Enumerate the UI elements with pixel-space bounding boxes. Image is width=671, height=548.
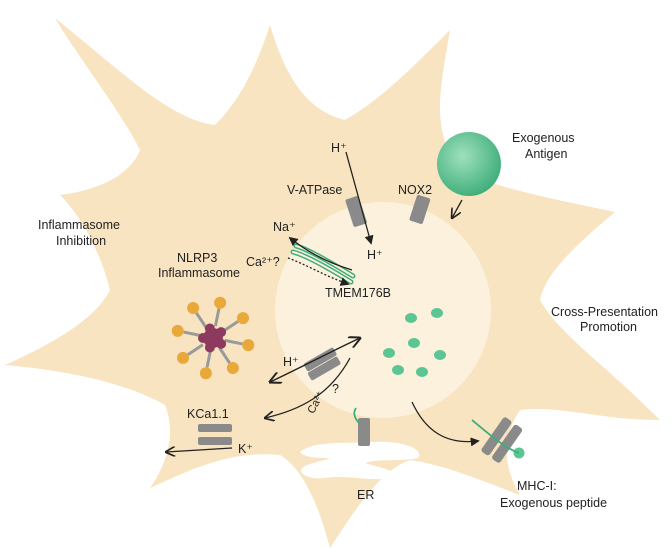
nlrp3-arm [195, 312, 208, 329]
exogenous-antigen-sphere [437, 132, 501, 196]
label-tmem176b: TMEM176B [325, 286, 391, 300]
nlrp3-arm-tip [176, 351, 189, 364]
nlrp3-inflammasome [171, 296, 255, 380]
mhc-export-arrow [411, 401, 480, 447]
label-nlrp3-2: Inflammasome [158, 266, 240, 280]
label-h-inside: H⁺ [367, 248, 383, 262]
potassium-efflux-arrow [166, 448, 233, 452]
nlrp3-core-subunit [216, 327, 227, 338]
kca-channel [198, 424, 232, 445]
label-mhc-2: Exogenous peptide [500, 496, 607, 510]
label-exogenous-2: Antigen [525, 147, 567, 161]
antigen-peptides [383, 308, 446, 377]
label-inflammasome-inhibition-1: Inflammasome [38, 218, 120, 232]
label-nox2: NOX2 [398, 183, 432, 197]
label-h-top: H⁺ [331, 141, 347, 155]
nlrp3-arm-tip [214, 296, 227, 309]
v-atpase-channel [345, 196, 367, 227]
mhc-i-complex [481, 417, 523, 463]
label-cross-presentation-1: Cross-Presentation [551, 305, 658, 319]
label-kca: KCa1.1 [187, 407, 229, 421]
label-exogenous-1: Exogenous [512, 131, 575, 145]
antigen-uptake-arrow [452, 199, 463, 218]
nlrp3-arm [222, 320, 239, 333]
nlrp3-arm [205, 349, 213, 368]
nlrp3-arm [224, 338, 243, 346]
label-inflammasome-inhibition-2: Inhibition [56, 234, 106, 248]
label-cross-presentation-2: Promotion [580, 320, 637, 334]
mhc-peptide-tail [471, 419, 520, 454]
calcium-dotted-arrow [287, 257, 350, 286]
nox2-channel [409, 194, 431, 224]
calcium-release-arrow [265, 357, 351, 418]
proton-import-arrow [345, 151, 374, 245]
endoplasmic-reticulum [300, 441, 420, 480]
nlrp3-arm-tip [171, 324, 184, 337]
phagosome [275, 202, 491, 418]
nlrp3-arm [187, 343, 204, 356]
nlrp3-arm-tip [199, 367, 212, 380]
nlrp3-arm [183, 330, 202, 338]
nlrp3-arm-tip [187, 301, 200, 314]
label-q-lower: ? [332, 382, 339, 396]
nlrp3-arm-tip [237, 312, 250, 325]
nlrp3-arm-tip [226, 362, 239, 375]
nlrp3-arm [213, 308, 221, 327]
label-ca-top: Ca²⁺? [246, 255, 280, 269]
nlrp3-arm [218, 347, 231, 364]
label-k: K⁺ [238, 442, 253, 456]
sodium-arrow [288, 236, 353, 271]
label-er: ER [357, 488, 374, 502]
label-mhc-1: MHC-I: [517, 479, 557, 493]
label-h-left: H⁺ [283, 355, 299, 369]
nlrp3-arm-tip [242, 339, 255, 352]
er-channel [353, 407, 370, 446]
label-v-atpase: V-ATPase [287, 183, 342, 197]
proton-exchange-arrow [270, 338, 360, 382]
label-na: Na⁺ [273, 220, 296, 234]
label-nlrp3-1: NLRP3 [177, 251, 217, 265]
